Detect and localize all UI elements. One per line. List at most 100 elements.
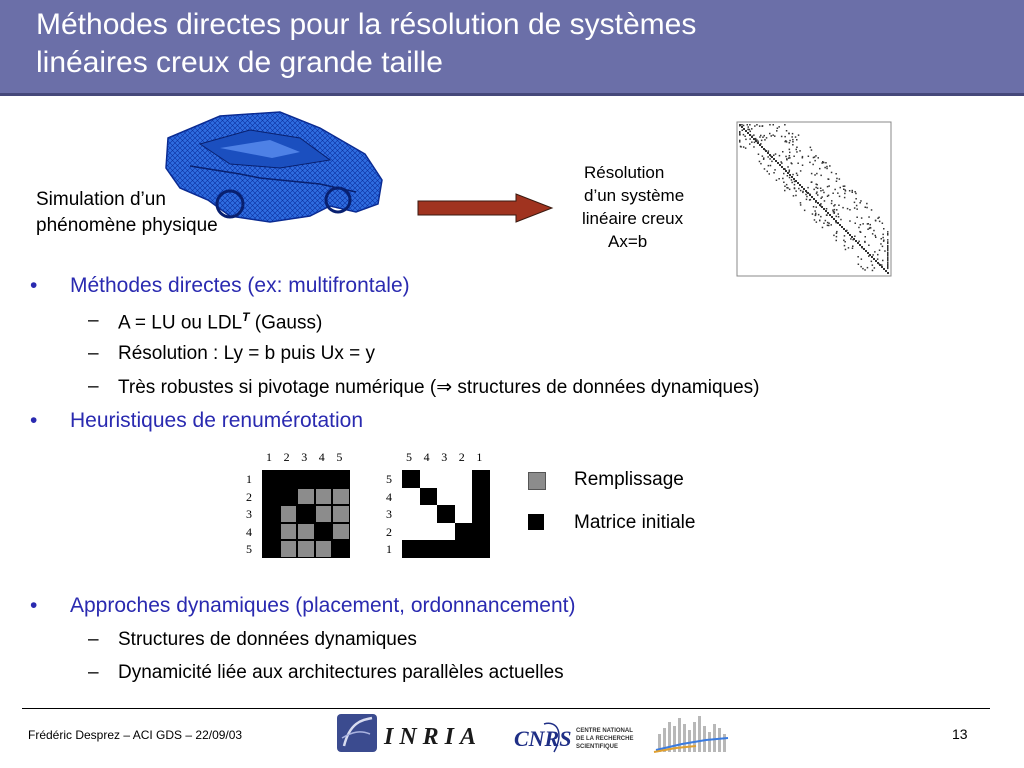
bullet-marker: • — [30, 594, 38, 617]
sparse-entry — [826, 214, 828, 216]
sparse-entry — [769, 132, 771, 135]
sparse-entry — [801, 164, 804, 166]
sparse-entry — [760, 134, 762, 137]
matrix-col-label: 2 — [458, 450, 465, 464]
sparse-entry — [786, 187, 788, 189]
sparse-diagonal-entry — [829, 214, 831, 216]
footer-author: Frédéric Desprez – ACI GDS – 22/09/03 — [28, 728, 243, 742]
sparse-entry — [873, 229, 875, 232]
sparse-entry — [820, 197, 822, 199]
matrix-cell — [402, 505, 420, 523]
sparse-matrix-image — [736, 121, 892, 277]
sparse-entry — [868, 244, 870, 246]
sparse-entry — [780, 135, 783, 138]
logo-bar — [688, 730, 691, 752]
sparse-diagonal-entry — [817, 202, 819, 204]
sparse-entry — [813, 156, 816, 158]
sparse-entry — [843, 188, 845, 190]
dash-marker: – — [88, 662, 99, 683]
sparse-diagonal-entry — [787, 172, 789, 174]
matrix-cell — [314, 487, 333, 506]
sparse-entry — [749, 124, 751, 126]
sparse-entry — [859, 202, 861, 204]
sparse-entry — [806, 191, 808, 193]
sparse-entry — [778, 178, 780, 180]
sparse-diagonal-entry — [807, 192, 809, 194]
sparse-entry — [835, 235, 838, 238]
sparse-entry — [864, 240, 866, 243]
sparse-entry — [882, 259, 884, 262]
matrix-cell — [314, 540, 333, 558]
sparse-entry — [853, 201, 856, 204]
sparse-entry — [835, 232, 838, 234]
sparse-entry — [861, 247, 863, 249]
sparse-entry — [739, 133, 741, 135]
sparse-diagonal-entry — [855, 240, 857, 242]
matrix-row-label: 5 — [246, 542, 252, 557]
matrix-cell — [262, 522, 280, 541]
sparse-entry — [878, 216, 880, 219]
sparse-entry — [866, 223, 869, 225]
sparse-entry — [887, 259, 889, 261]
logo-bar — [658, 734, 661, 752]
matrix-cell — [314, 505, 333, 523]
sparse-diagonal-entry — [751, 136, 753, 138]
sparse-entry — [767, 150, 770, 152]
sparse-entry — [859, 224, 862, 226]
legend-initial-label: Matrice initiale — [574, 512, 696, 533]
matrix-cell — [262, 470, 280, 488]
sparse-entry — [774, 135, 776, 137]
sparse-entry — [838, 195, 841, 198]
sparse-diagonal-entry — [801, 186, 803, 188]
sparse-entry — [823, 200, 826, 202]
matrix-cell — [454, 487, 473, 506]
sparse-entry — [864, 206, 866, 208]
sparse-entry — [771, 160, 773, 163]
sparse-entry — [856, 208, 858, 210]
sparse-entry — [819, 219, 821, 222]
matrix-cell — [279, 487, 298, 506]
sparse-entry — [756, 124, 758, 126]
sparse-entry — [839, 186, 841, 189]
sparse-entry — [881, 264, 883, 266]
matrix-col-label: 1 — [476, 450, 483, 464]
sparse-entry — [795, 194, 797, 197]
legend-fill-swatch — [528, 472, 546, 490]
implies-icon: ⇒ — [436, 377, 453, 398]
sparse-entry — [884, 250, 886, 252]
sparse-entry — [796, 174, 799, 176]
sparse-entry — [842, 206, 844, 209]
sparse-entry — [830, 171, 833, 174]
sparse-entry — [775, 179, 778, 181]
sparse-entry — [834, 204, 836, 206]
sparse-entry — [882, 233, 884, 236]
matrix-cell — [437, 522, 455, 541]
sparse-entry — [820, 203, 822, 205]
sparse-entry — [857, 263, 860, 265]
sparse-entry — [740, 146, 742, 148]
sparse-entry — [822, 189, 824, 191]
sparse-entry — [868, 227, 871, 230]
sparse-entry — [837, 213, 839, 215]
sparse-entry — [825, 162, 827, 164]
sparse-entry — [810, 149, 813, 151]
title-line-1: Méthodes directes pour la résolution de … — [36, 8, 697, 41]
dash-marker: – — [88, 343, 99, 364]
sparse-diagonal-entry — [849, 234, 851, 236]
sparse-entry — [780, 161, 782, 163]
sparse-entry — [874, 219, 877, 222]
sparse-entry — [887, 248, 889, 251]
header-divider — [0, 93, 1024, 96]
sparse-entry — [844, 241, 846, 243]
sparse-diagonal-entry — [863, 248, 865, 250]
sparse-entry — [823, 161, 825, 164]
sparse-entry — [776, 127, 779, 129]
sparse-diagonal-entry — [775, 160, 777, 162]
sparse-entry — [790, 162, 792, 164]
matrix-cell — [419, 487, 438, 506]
page-number: 13 — [952, 726, 968, 742]
matrix-cell — [472, 522, 490, 541]
sparse-entry — [860, 265, 862, 268]
sparse-entry — [763, 168, 766, 170]
sparse-entry — [835, 180, 838, 182]
